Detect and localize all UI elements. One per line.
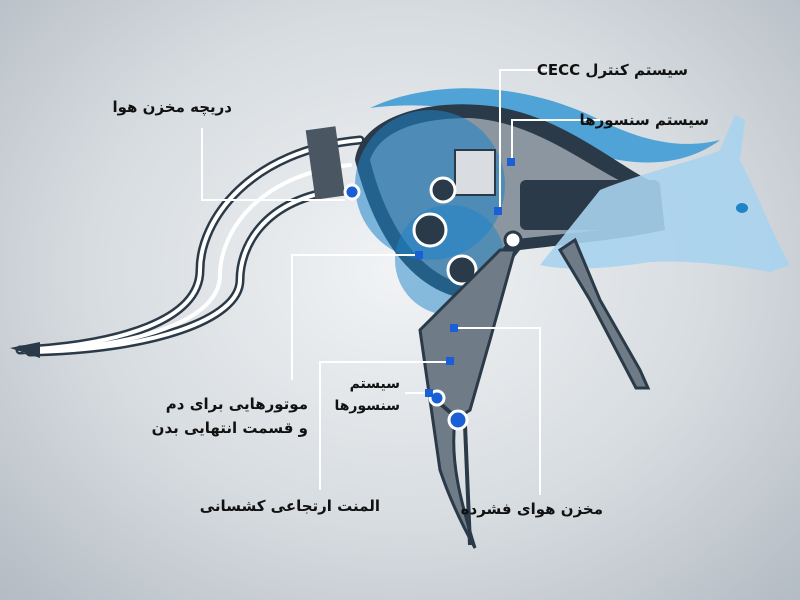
label-line: سنسورها (334, 398, 400, 414)
label-cecc-control: سیستم کنترل CECC (536, 61, 688, 79)
label-tail-motors: موتورهایی برای دم و قسمت انتهایی بدن (152, 392, 308, 440)
hind-leg (418, 248, 517, 549)
label-compressed-air-tank: مخزن هوای فشرده (460, 500, 603, 518)
label-sensor-system-leg: سیستم سنسورها (334, 373, 400, 417)
front-leg (557, 237, 651, 390)
label-air-tank-valve: دریچه مخزن هوا (112, 98, 233, 116)
label-line: و قسمت انتهایی بدن (151, 419, 308, 437)
label-line: سیستم (349, 376, 400, 392)
label-elastic-element: المنت ارتجاعی کشسانی (199, 497, 380, 515)
leader-lines (201, 69, 600, 495)
label-sensor-system-top: سیستم سنسورها (579, 111, 709, 129)
head (540, 115, 790, 272)
callout-markers (415, 158, 515, 397)
label-line: موتورهایی برای دم (165, 395, 308, 413)
